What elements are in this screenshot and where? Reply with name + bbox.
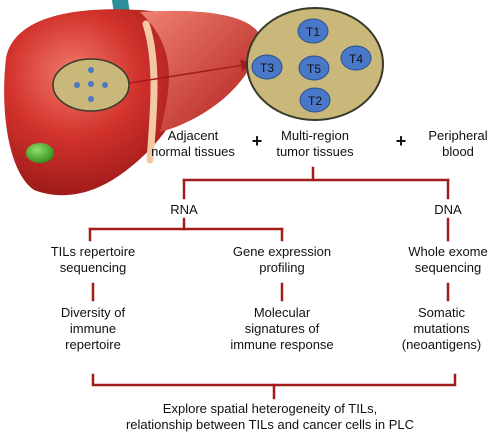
branch-rna: RNA: [170, 202, 198, 217]
source-multi-region-tumor: Multi-region tumor tissues: [276, 128, 354, 159]
outcome-diversity: Diversity of immune repertoire: [60, 305, 126, 352]
falciform-ligament: [142, 20, 158, 164]
method-gene-expression: Gene expression profiling: [232, 244, 332, 275]
svg-text:T2: T2: [308, 94, 322, 108]
plus-sign: +: [395, 131, 407, 151]
flow-connectors: [88, 166, 457, 400]
source-peripheral-blood: Peripheral blood: [428, 128, 488, 159]
sample-dot: [74, 82, 80, 88]
tumor-region-magnified: T1 T3 T5 T4 T2: [246, 7, 384, 121]
sample-dot: [88, 67, 94, 73]
connector-conclusion-bracket: [91, 373, 457, 387]
svg-text:T1: T1: [306, 25, 320, 39]
method-whole-exome: Whole exome sequencing: [408, 244, 488, 275]
branch-dna: DNA: [434, 202, 462, 217]
conclusion-text: Explore spatial heterogeneity of TILs, r…: [125, 401, 415, 432]
sample-dot: [88, 96, 94, 102]
outcome-somatic-mutations: Somatic mutations (neoantigens): [401, 305, 482, 352]
sample-dot: [88, 81, 94, 87]
method-tils-repertoire: TILs repertoire sequencing: [50, 244, 136, 275]
liver-illustration: [4, 0, 259, 196]
outcome-molecular-signatures: Molecular signatures of immune response: [230, 305, 334, 352]
tumor-region-t3: T3: [251, 54, 283, 80]
tumor-region-t5: T5: [298, 55, 330, 81]
svg-text:T4: T4: [349, 52, 363, 66]
adjacent-sample-region: [52, 58, 130, 112]
svg-text:T5: T5: [307, 62, 321, 76]
source-adjacent-normal: Adjacent normal tissues: [151, 128, 235, 159]
sample-dot: [102, 82, 108, 88]
gallbladder: [26, 143, 54, 163]
plus-sign: +: [251, 131, 263, 151]
magnify-arrow: [129, 59, 253, 84]
tumor-region-t1: T1: [297, 18, 329, 44]
tumor-region-t4: T4: [340, 45, 372, 71]
svg-text:T3: T3: [260, 61, 274, 75]
tumor-region-t2: T2: [299, 87, 331, 113]
